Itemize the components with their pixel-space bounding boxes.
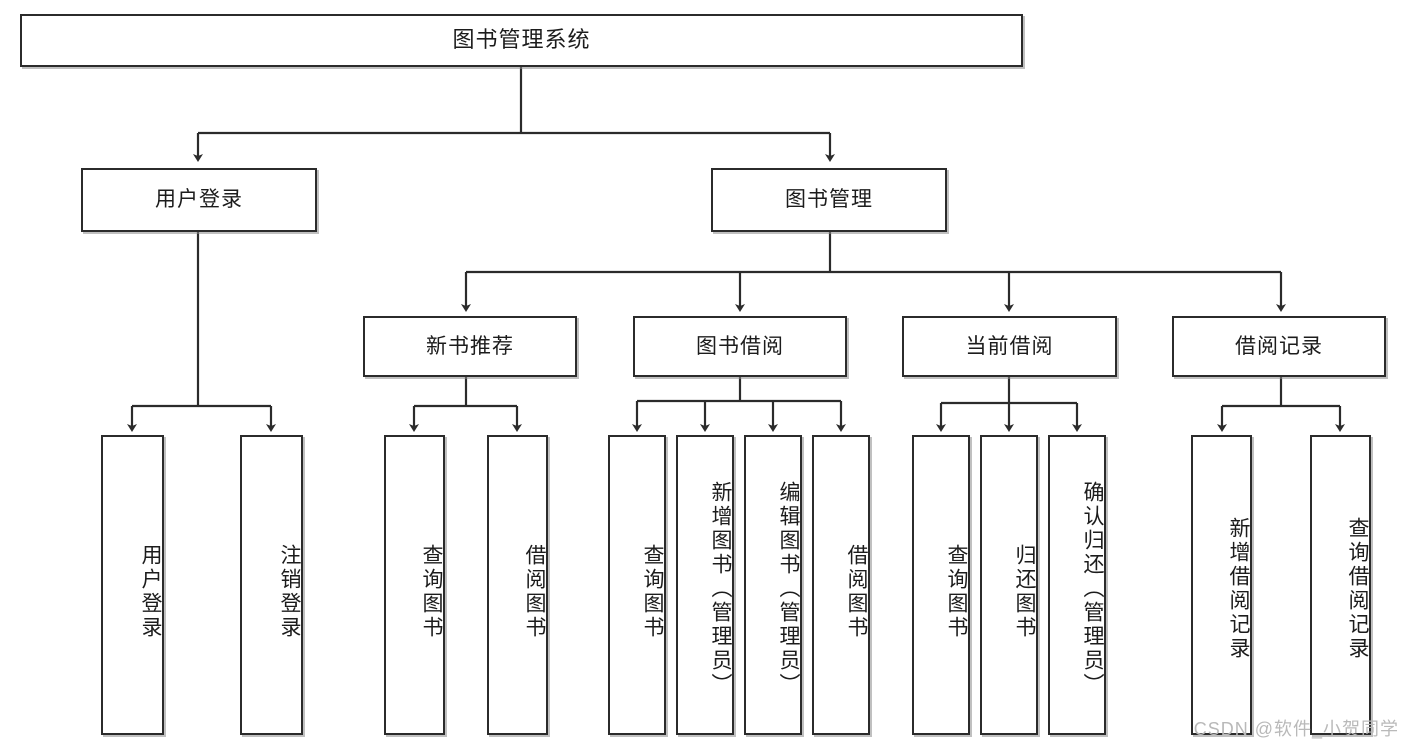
leaf-borrow-book-new[interactable]: 借阅图书 — [487, 435, 548, 735]
leaf-confirm-return-admin[interactable]: 确认归还（管理员） — [1048, 435, 1106, 735]
node-label: 新书推荐 — [426, 334, 514, 358]
node-root-system[interactable]: 图书管理系统 — [20, 14, 1023, 67]
node-book-management[interactable]: 图书管理 — [711, 168, 947, 232]
leaf-query-borrow-record[interactable]: 查询借阅记录 — [1310, 435, 1371, 735]
node-label: 借阅图书 — [523, 544, 546, 640]
node-label: 图书管理 — [785, 188, 873, 212]
node-label: 注销登录 — [278, 544, 301, 640]
node-label: 当前借阅 — [965, 334, 1054, 358]
node-label: 查询借阅记录 — [1346, 517, 1369, 661]
leaf-user-login[interactable]: 用户登录 — [101, 435, 164, 735]
leaf-return-book[interactable]: 归还图书 — [980, 435, 1038, 735]
node-label: 查询图书 — [945, 544, 968, 640]
node-book-borrow[interactable]: 图书借阅 — [633, 316, 847, 377]
node-label: 图书管理系统 — [452, 27, 591, 53]
leaf-user-logout[interactable]: 注销登录 — [240, 435, 303, 735]
node-new-book-recommend[interactable]: 新书推荐 — [363, 316, 577, 377]
leaf-borrow-book[interactable]: 借阅图书 — [812, 435, 870, 735]
leaf-query-book-borrow[interactable]: 查询图书 — [608, 435, 666, 735]
leaf-add-borrow-record[interactable]: 新增借阅记录 — [1191, 435, 1252, 735]
node-label: 图书借阅 — [696, 334, 784, 358]
leaf-add-book-admin[interactable]: 新增图书（管理员） — [676, 435, 734, 735]
node-label: 新增借阅记录 — [1227, 517, 1250, 661]
node-user-login[interactable]: 用户登录 — [81, 168, 317, 232]
leaf-query-book-new[interactable]: 查询图书 — [384, 435, 445, 735]
leaf-query-book-current[interactable]: 查询图书 — [912, 435, 970, 735]
node-label: 用户登录 — [155, 188, 243, 212]
node-label: 确认归还（管理员） — [1081, 481, 1104, 697]
node-label: 借阅记录 — [1235, 334, 1323, 358]
node-label: 查询图书 — [641, 544, 664, 640]
leaf-edit-book-admin[interactable]: 编辑图书（管理员） — [744, 435, 802, 735]
node-label: 编辑图书（管理员） — [777, 481, 800, 697]
watermark: CSDN @软件_小贺同学 — [1193, 719, 1399, 739]
node-label: 查询图书 — [420, 544, 443, 640]
node-label: 借阅图书 — [845, 544, 868, 640]
node-label: 新增图书（管理员） — [709, 481, 732, 697]
node-label: 用户登录 — [139, 544, 162, 640]
node-borrow-record[interactable]: 借阅记录 — [1172, 316, 1386, 377]
node-label: 归还图书 — [1013, 544, 1036, 640]
node-current-borrow[interactable]: 当前借阅 — [902, 316, 1117, 377]
